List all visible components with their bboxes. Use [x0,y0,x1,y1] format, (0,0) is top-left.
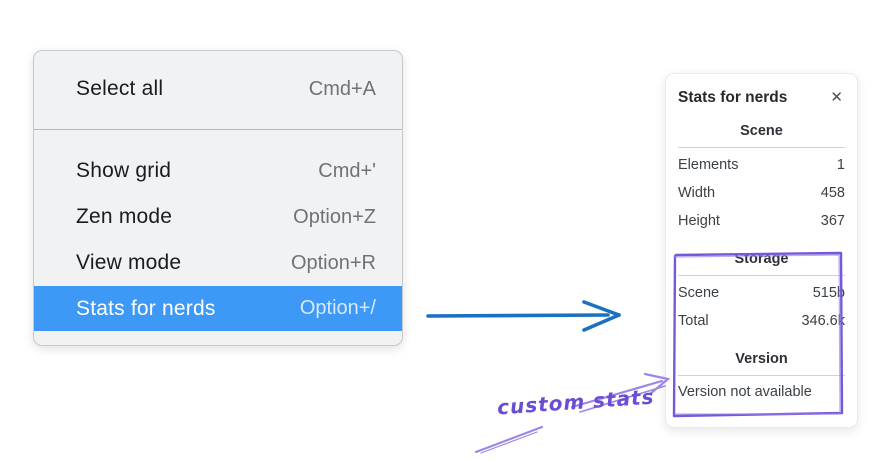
menu-item-show-grid[interactable]: Show grid Cmd+' [34,148,402,194]
stat-row-total-storage: Total 346.6k [678,307,845,335]
section-header-scene: Scene [740,123,783,139]
menu-item-shortcut: Option+R [290,251,376,274]
menu-item-label: Zen mode [76,205,173,228]
stat-label: Scene [678,285,720,301]
stats-panel: Stats for nerds ✕ Scene Elements 1 Width… [665,73,858,428]
stat-value: 515b [812,285,845,301]
close-icon[interactable]: ✕ [830,89,843,106]
section-header-version: Version [735,351,788,367]
menu-divider [34,129,402,130]
menu-item-view-mode[interactable]: View mode Option+R [34,240,402,286]
stat-row-width: Width 458 [678,179,845,207]
stat-value: 1 [836,157,845,173]
menu-item-label: Select all [76,77,164,100]
stats-panel-title: Stats for nerds [678,88,788,106]
section-divider [678,147,845,148]
menu-item-label: Show grid [76,159,172,182]
stat-label: Elements [678,157,739,173]
menu-item-shortcut: Option+Z [293,205,376,228]
stat-row-height: Height 367 [678,207,845,235]
menu-item-label: View mode [76,251,182,274]
menu-item-shortcut: Option+/ [299,297,376,319]
stats-panel-header: Stats for nerds ✕ [678,88,845,107]
section-divider [678,375,845,376]
menu-section: Show grid Cmd+' Zen mode Option+Z View m… [34,130,402,331]
stat-row-elements: Elements 1 [678,151,845,179]
stat-value: 367 [820,213,845,229]
stat-value: 458 [820,185,845,201]
menu-item-stats-for-nerds[interactable]: Stats for nerds Option+/ [34,286,402,331]
annotation-line [474,425,544,454]
stat-label: Total [678,313,709,329]
menu-item-shortcut: Cmd+' [318,159,376,182]
version-note: Version not available [678,384,812,400]
section-header-storage: Storage [734,251,789,267]
flow-arrow [426,300,621,332]
stat-row-scene-storage: Scene 515b [678,279,845,307]
stat-label: Width [678,185,716,201]
menu-item-select-all[interactable]: Select all Cmd+A [34,67,402,111]
section-divider [678,275,845,276]
stat-value: 346.6k [801,313,845,329]
menu-item-shortcut: Cmd+A [308,77,376,100]
menu-item-zen-mode[interactable]: Zen mode Option+Z [34,194,402,240]
custom-stats-label: custom stats [496,384,656,420]
context-menu: Select all Cmd+A Show grid Cmd+' Zen mod… [33,50,403,346]
stat-label: Height [678,213,720,229]
menu-item-label: Stats for nerds [76,296,216,320]
